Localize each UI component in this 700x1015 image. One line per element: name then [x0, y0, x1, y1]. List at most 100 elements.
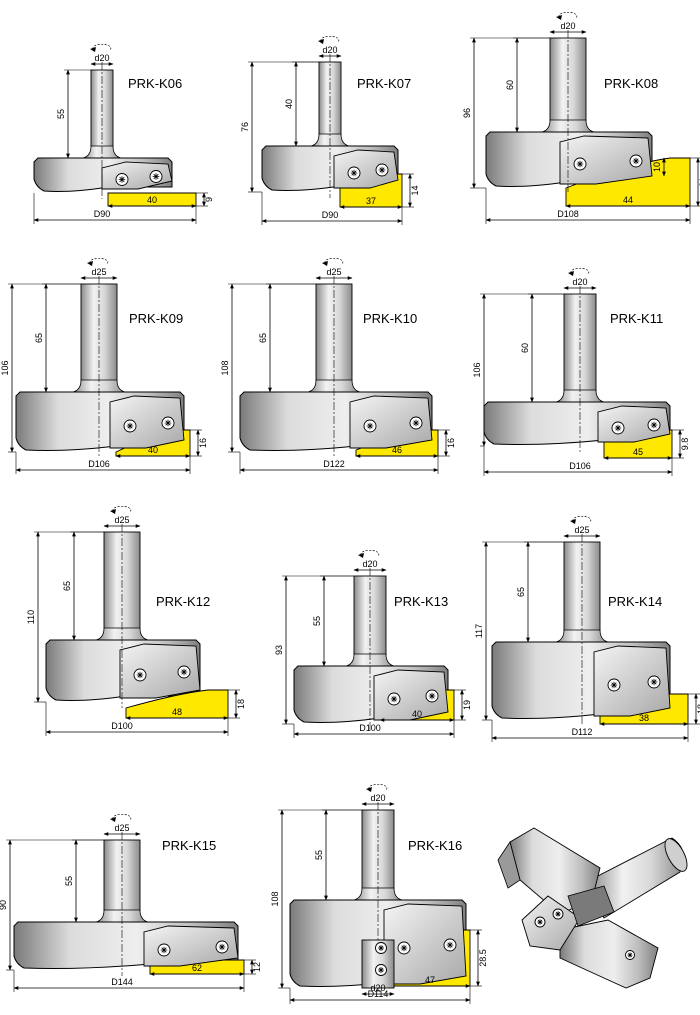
rotation-arrowhead-icon — [90, 47, 96, 52]
3d-lower-arm — [559, 919, 659, 989]
shank-length-label: 40 — [284, 99, 294, 109]
rotation-direction-icon — [92, 43, 112, 51]
model-code: PRK-K06 — [128, 76, 182, 91]
rotation-arrowhead-icon — [110, 509, 116, 514]
shank-diameter-label: d20 — [362, 559, 377, 569]
torx-socket-icon — [412, 419, 420, 427]
rotation-direction-icon — [324, 257, 344, 265]
torx-socket-icon — [610, 681, 618, 689]
cutting-diameter-label: D144 — [111, 977, 133, 987]
knife-insert — [383, 903, 467, 985]
total-length-label: 106 — [0, 360, 10, 375]
shank-length-label: 55 — [314, 850, 324, 860]
rotation-direction-icon — [89, 257, 109, 265]
shank-length-label: 65 — [34, 333, 44, 343]
profile-width-label: 44 — [623, 195, 633, 205]
shank-length-label: 55 — [312, 616, 322, 626]
workpiece-profile — [125, 689, 229, 719]
profile-depth-label: 19 — [462, 700, 472, 710]
shank-diameter-label: d25 — [114, 823, 129, 833]
cutting-diameter-label: D108 — [557, 209, 579, 219]
torx-socket-icon — [446, 941, 454, 949]
cutting-diameter-label: D106 — [88, 459, 110, 469]
profile-depth-label: 28.5 — [478, 949, 488, 967]
shank-length-label: 55 — [56, 109, 66, 119]
model-code: PRK-K07 — [357, 76, 411, 91]
k16-bottom-shank: d20 — [361, 939, 395, 996]
shank-length-label: 60 — [505, 80, 515, 90]
total-length-label: 108 — [270, 891, 280, 906]
torx-socket-icon — [164, 419, 172, 427]
knife-insert — [119, 643, 201, 699]
torx-socket-icon — [350, 169, 358, 177]
model-code: PRK-K14 — [608, 594, 662, 609]
torx-socket-icon — [627, 952, 633, 958]
rotation-direction-icon — [112, 813, 132, 821]
knife-insert — [333, 149, 399, 189]
rotation-arrowhead-icon — [570, 519, 576, 524]
rotation-arrowhead-icon — [110, 817, 116, 822]
model-code: PRK-K08 — [604, 76, 658, 91]
total-length-label: 110 — [26, 610, 36, 624]
cutting-diameter-label: D100 — [111, 721, 133, 731]
torx-socket-icon — [537, 919, 543, 925]
torx-socket-icon — [377, 966, 385, 974]
torx-socket-icon — [378, 166, 386, 174]
rotation-arrowhead-icon — [322, 261, 328, 266]
profile-width-label: 62 — [192, 963, 202, 973]
shank-diameter-label: d20 — [560, 21, 575, 31]
shank-length-label: 55 — [64, 876, 74, 886]
torx-socket-icon — [218, 943, 226, 951]
profile-depth-label: 16 — [198, 438, 208, 448]
cutting-diameter-label: D90 — [322, 210, 339, 220]
shank-length-label: 60 — [520, 343, 530, 353]
total-length-label: 108 — [220, 360, 230, 375]
cutting-diameter-label: D112 — [572, 727, 593, 737]
profile-width-label: 38 — [639, 713, 649, 723]
profile-depth-label: 18 — [696, 704, 700, 714]
torx-socket-icon — [136, 671, 144, 679]
knife-insert — [143, 925, 239, 967]
model-code: PRK-K12 — [156, 594, 210, 609]
3d-shaft-end — [664, 838, 688, 872]
rotation-direction-icon — [360, 549, 380, 557]
model-code: PRK-K11 — [610, 311, 663, 326]
shank-diameter-label: d25 — [91, 267, 106, 277]
torx-socket-icon — [428, 692, 436, 700]
torx-socket-icon — [126, 422, 134, 430]
knife-insert — [109, 395, 185, 449]
profile-width-label: 45 — [633, 447, 643, 457]
torx-socket-icon — [576, 160, 584, 168]
total-length-label: 76 — [240, 122, 250, 132]
total-length-label: 90 — [0, 900, 8, 910]
3d-left-insert — [521, 895, 581, 951]
profile-depth-label: 21 — [698, 177, 700, 187]
shank-fillet — [541, 119, 595, 133]
torx-socket-icon — [400, 944, 408, 952]
model-code: PRK-K09 — [129, 311, 183, 326]
shank-diameter-label: d25 — [574, 525, 589, 535]
torx-socket-icon — [160, 946, 168, 954]
cutting-diameter-label: D122 — [323, 459, 345, 469]
profile-depth-label: 9.8 — [680, 438, 690, 451]
shank-diameter-label: d20 — [94, 53, 109, 63]
total-length-label: 117 — [474, 624, 484, 638]
profile-width-label: 47 — [425, 975, 435, 985]
torx-socket-icon — [614, 424, 622, 432]
torx-socket-icon — [650, 678, 658, 686]
total-length-label: 106 — [472, 362, 482, 377]
torx-socket-icon — [390, 695, 398, 703]
rotation-arrowhead-icon — [366, 787, 372, 792]
rotation-direction-icon — [570, 267, 590, 275]
3d-upper-edge — [497, 841, 521, 889]
knife-insert — [559, 135, 653, 185]
total-length-label: 93 — [274, 645, 284, 655]
torx-socket-icon — [118, 176, 126, 183]
knife-insert — [349, 395, 433, 449]
shank-length-label: 65 — [516, 587, 526, 597]
